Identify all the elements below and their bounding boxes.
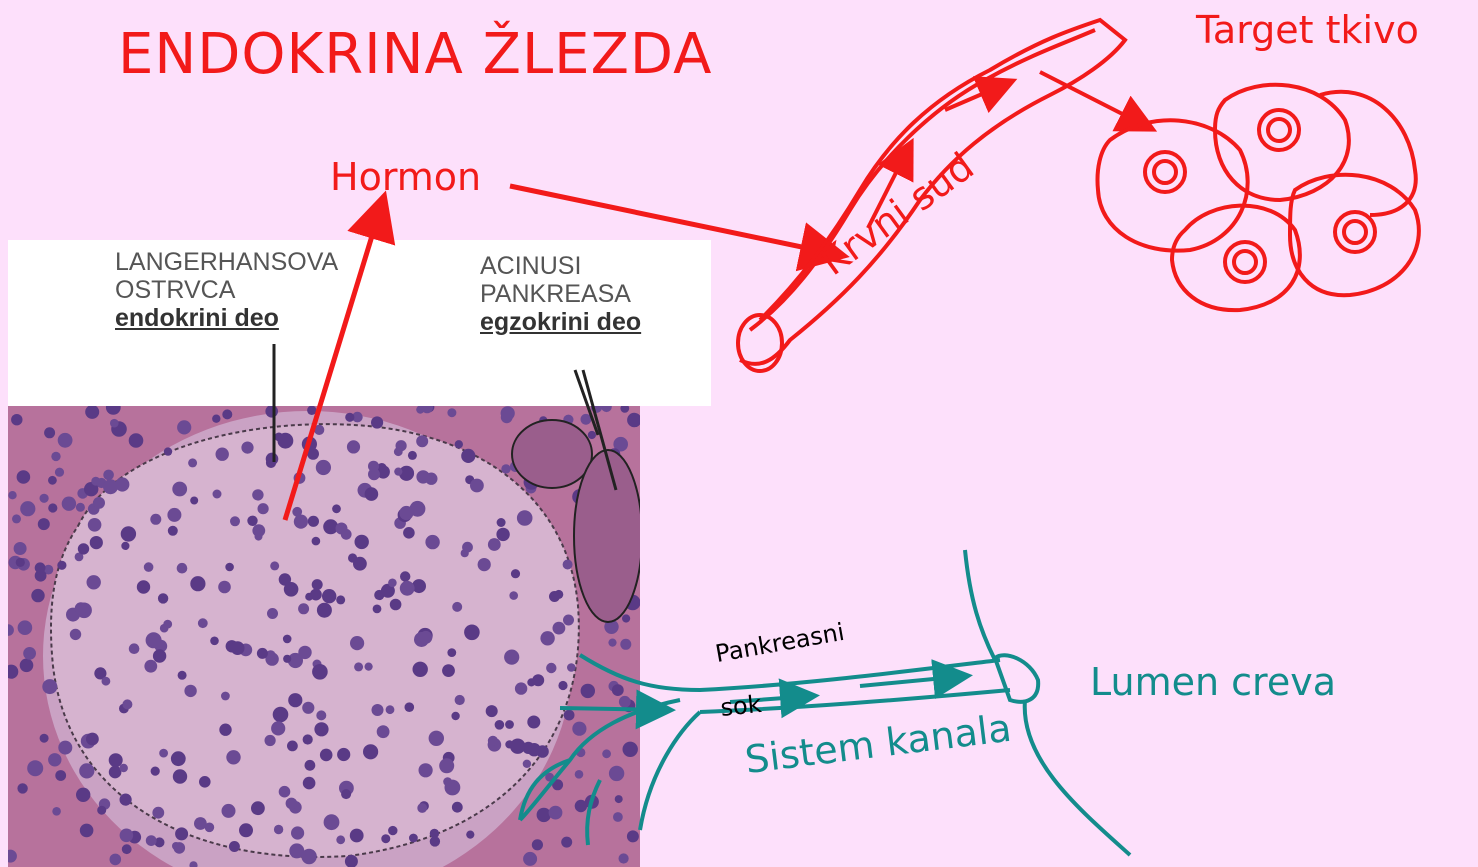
hormon-arrows: [285, 186, 840, 520]
intestinal-lumen-label: Lumen creva: [1090, 660, 1336, 704]
duct-system: [520, 550, 1130, 855]
target-tissue-cells: [1098, 85, 1419, 310]
hormon-label: Hormon: [330, 155, 481, 199]
pancreatic-juice-label-line2: sok: [719, 690, 763, 722]
target-tissue-label: Target tkivo: [1196, 8, 1419, 52]
